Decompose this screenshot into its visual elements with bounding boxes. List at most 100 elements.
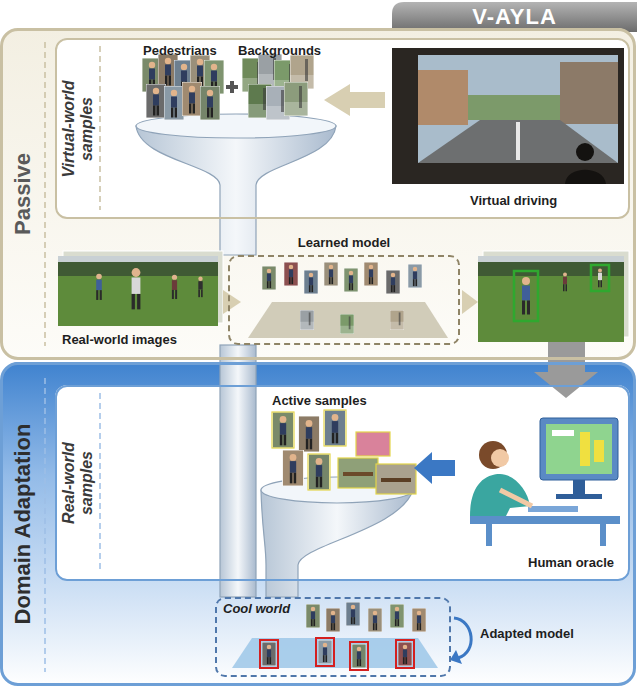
virtual-driving-photo (516, 122, 520, 160)
active-sample-thumbnails (324, 410, 346, 446)
detection-photo (522, 277, 530, 315)
arrow-to-oracle (534, 342, 598, 398)
pedestrian-thumbnails (164, 86, 184, 120)
active-sample-thumbnails (272, 410, 416, 494)
cool-world-picture (412, 608, 426, 632)
learned-model-picture (340, 314, 354, 334)
cool-world-picture (346, 602, 360, 626)
model-box: Cool world (215, 597, 451, 677)
virtual-driving-photo (418, 70, 468, 125)
cool-world-picture (260, 640, 278, 668)
human-oracle-figure (600, 524, 606, 546)
da-panel-ground (2, 362, 635, 686)
learned-model-picture (386, 270, 400, 294)
detection-photo (478, 256, 624, 262)
cool-world-picture (350, 642, 368, 670)
human-oracle-figure (580, 432, 590, 466)
active-sample-thumbnails (308, 454, 330, 490)
pedestrian-thumbnails (146, 84, 166, 118)
da-panel-ground (2, 362, 635, 686)
learned-model-picture (262, 266, 276, 290)
da-panel-ground (99, 393, 101, 572)
detection-photo (478, 256, 624, 342)
cool-world-picture (316, 638, 334, 666)
model-heading-box: Cool world (223, 602, 290, 617)
samples-heading-box: Real-world samples (59, 418, 96, 548)
virtual-driving-photo (392, 48, 624, 184)
active-sample-thumbnails (308, 454, 329, 490)
funnel-virtual (136, 114, 336, 255)
passive-panel-ground (2, 28, 635, 360)
samples-box: Real-world samples (55, 385, 630, 581)
arrow-oracle-to-samples (414, 452, 455, 484)
virtual-driving-photo (576, 143, 594, 161)
caption-label-box: Adapted model (480, 624, 574, 642)
detection-photo (478, 251, 629, 342)
pedestrian-thumbnails (182, 82, 202, 116)
samples-heading: Real-world samples (59, 442, 94, 524)
da-panel-ground (44, 378, 46, 672)
detection-photo (514, 271, 538, 321)
learned-model-picture (304, 270, 318, 294)
arrow-virtual (324, 84, 385, 116)
cool-world-picture (306, 604, 320, 628)
virtual-driving-photo (560, 62, 618, 124)
caption-label: Virtual driving (470, 193, 557, 208)
real-world-photo (198, 277, 202, 298)
learned-model-picture (324, 262, 338, 286)
cool-world-picture (318, 640, 332, 664)
human-oracle-figure (470, 418, 620, 546)
passive-panel-ground (44, 42, 46, 346)
active-sample-thumbnails (324, 410, 345, 446)
samples-box: Virtual-world samples (55, 38, 630, 219)
cool-world-picture (232, 638, 438, 668)
real-world-photo (132, 268, 141, 309)
diagram-title: V-AYLA (472, 4, 557, 29)
model-heading: Cool world (223, 601, 290, 616)
arrow-to-oracle (534, 342, 598, 398)
active-sample-thumbnails (356, 432, 390, 456)
detection-photo (563, 273, 567, 292)
samples-heading-box: Virtual-world samples (59, 64, 96, 194)
human-oracle-figure (491, 449, 509, 467)
caption-label: Backgrounds (238, 43, 321, 58)
human-oracle-figure (594, 440, 604, 462)
pedestrian-thumbnails (200, 86, 220, 120)
learned-model-picture (390, 310, 404, 330)
learned-model-picture (284, 262, 298, 286)
learned-model-picture (364, 262, 378, 286)
virtual-driving-photo (418, 55, 618, 163)
passive-panel-ground (2, 28, 635, 360)
cool-world-picture (352, 644, 366, 668)
passive-panel-ground (99, 46, 101, 210)
cool-world-picture (368, 608, 382, 632)
caption-label-box: Pedestrians (143, 41, 217, 59)
human-oracle-figure (486, 524, 492, 546)
adaptation-loop-arrow (450, 650, 462, 664)
learned-model-picture (408, 264, 422, 288)
arrow-in-model (223, 290, 241, 314)
da-panel-ground (55, 385, 630, 581)
caption-label-box: Real-world images (62, 330, 177, 348)
learned-model-picture (300, 310, 314, 330)
learned-model-picture (344, 268, 358, 292)
detection-photo (598, 269, 602, 288)
pipe-to-cool-world (220, 345, 256, 597)
caption-label-box: Active samples (272, 391, 367, 409)
plus-sign (230, 81, 234, 93)
detection-photo (591, 265, 609, 291)
arrow-out-model (462, 290, 478, 314)
cool-world-picture (396, 640, 414, 668)
active-sample-thumbnails (338, 458, 378, 488)
human-oracle-figure (470, 474, 530, 516)
cool-world-picture (398, 642, 412, 666)
virtual-driving-photo (565, 170, 606, 184)
real-world-photo (58, 256, 218, 262)
human-oracle-figure (552, 430, 574, 436)
adaptation-loop-arrow (450, 618, 471, 664)
active-sample-thumbnails (272, 412, 294, 448)
learned-model-picture (248, 302, 448, 338)
human-oracle-figure (573, 480, 585, 494)
background-thumbnails (284, 82, 308, 116)
